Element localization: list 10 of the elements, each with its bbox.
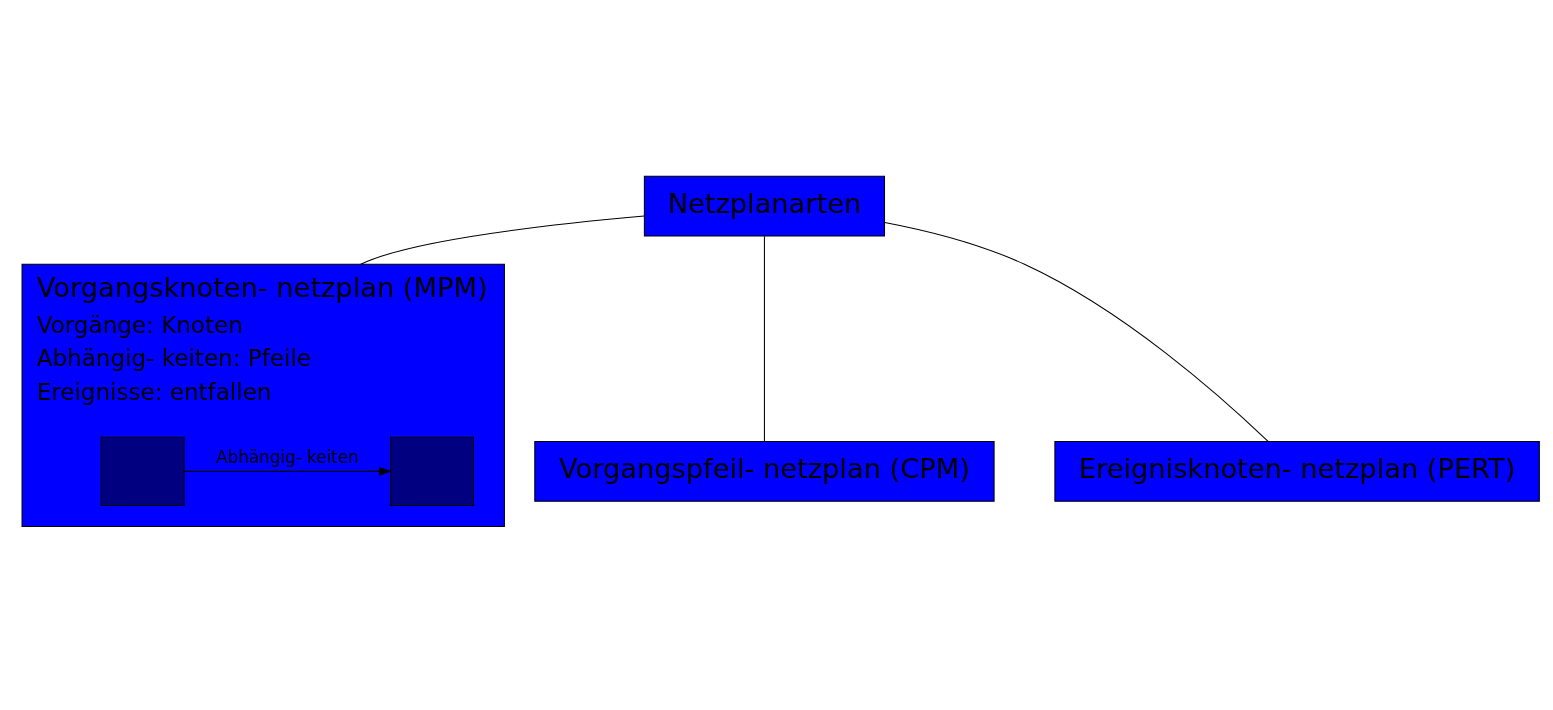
node-box: Vorgangspfeil- netzplan (CPM) [534, 440, 995, 502]
connector [884, 221, 1269, 442]
node-box [100, 436, 185, 506]
node-box: Netzplanarten [643, 175, 886, 236]
node-box: Ereignisknoten- netzplan (PERT) [1054, 440, 1540, 502]
connector [360, 215, 645, 265]
node-box [390, 436, 474, 506]
edge-label: Abhängig- keiten [216, 446, 359, 467]
arrow [183, 466, 392, 476]
connector [763, 235, 765, 442]
